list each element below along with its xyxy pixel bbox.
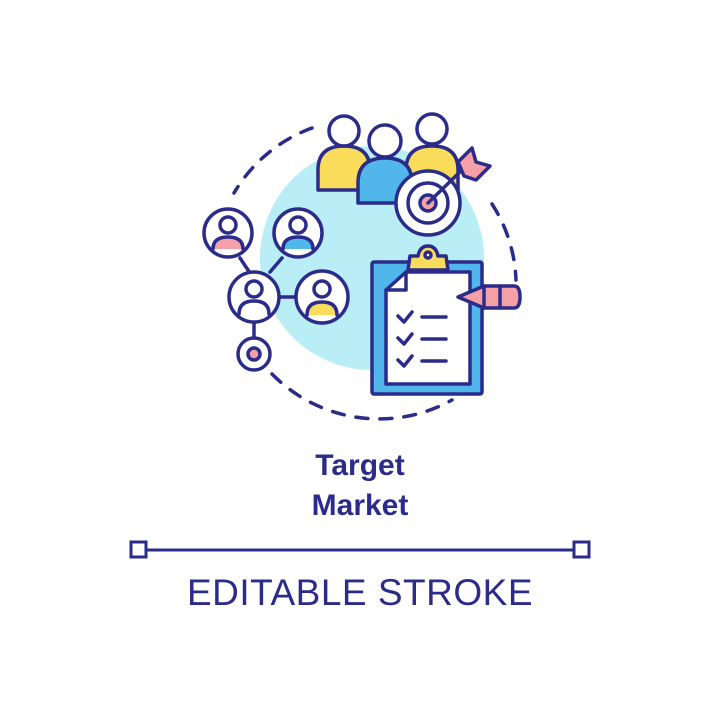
stroke-handle-left [129,540,148,559]
title-line-2: Market [311,489,409,522]
checklist-icon [396,310,448,368]
pencil-icon [456,284,522,310]
title-line-1: Target [315,449,405,482]
stroke-handle-right [572,540,591,559]
dashed-arc-left [232,126,314,195]
editable-stroke-caption: EDITABLE STROKE [186,572,534,613]
dashed-arc-right [490,202,518,282]
dashed-arc-bottom [270,372,454,421]
arrow-icon [426,146,492,205]
network-icon [202,207,350,372]
